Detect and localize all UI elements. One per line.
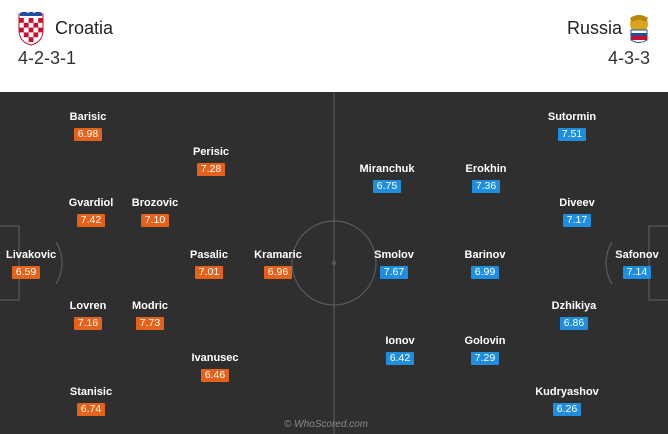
player-rating-badge: 7.01 [194,266,224,279]
home-formation: 4-2-3-1 [18,48,77,68]
match-header: Croatia 4-2-3-1 Russia 4-3-3 [0,0,668,92]
player-name: Golovin [464,335,506,347]
player-name: Modric [131,300,169,312]
player-rating-badge: 6.42 [385,352,415,365]
player-rating-badge: 7.67 [379,266,409,279]
home-player-cam[interactable]: Pasalic 7.01 [188,249,230,280]
home-player-lcb[interactable]: Gvardiol 7.42 [66,197,116,228]
away-player-gk[interactable]: Safonov 7.14 [612,249,662,280]
home-player-gk[interactable]: Livakovic 6.59 [6,249,57,280]
home-team-name: Croatia [55,18,114,38]
player-name: Barinov [464,249,506,261]
player-name: Erokhin [465,163,507,175]
player-name: Lovren [69,300,107,312]
away-player-lw[interactable]: Miranchuk 6.75 [358,163,416,194]
player-name: Livakovic [6,249,57,261]
player-name: Dzhikiya [551,300,597,312]
player-name: Diveev [559,197,595,209]
away-player-rw[interactable]: Ionov 6.42 [380,335,420,366]
player-rating-badge: 7.73 [135,317,165,330]
home-player-ram[interactable]: Ivanusec 6.46 [188,352,242,383]
player-rating-badge: 7.14 [622,266,652,279]
player-rating-badge: 6.26 [552,403,582,416]
player-rating-badge: 6.74 [76,403,106,416]
player-rating-badge: 7.16 [73,317,103,330]
player-name: Smolov [374,249,414,261]
player-name: Kudryashov [535,386,599,398]
home-player-lam[interactable]: Perisic 7.28 [188,146,234,177]
player-rating-badge: 7.29 [470,352,500,365]
player-rating-badge: 7.36 [471,180,501,193]
away-player-rcm[interactable]: Golovin 7.29 [462,335,508,366]
player-name: Ivanusec [191,352,239,364]
player-name: Perisic [192,146,230,158]
pitch-markings [0,92,668,434]
away-team-name: Russia [566,18,622,38]
watermark: © WhoScored.com [284,419,369,430]
player-name: Pasalic [190,249,228,261]
away-player-rb[interactable]: Kudryashov 6.26 [534,386,600,417]
player-rating-badge: 7.51 [557,128,587,141]
player-rating-badge: 7.42 [76,214,106,227]
player-rating-badge: 6.86 [559,317,589,330]
pitch: Livakovic 6.59 Barisic 6.98 Gvardiol 7.4… [0,92,668,434]
away-formation: 4-3-3 [607,48,650,68]
player-rating-badge: 7.10 [140,214,170,227]
home-player-ldm[interactable]: Brozovic 7.10 [128,197,182,228]
croatia-crest-icon [18,12,44,46]
home-player-rcb[interactable]: Lovren 7.16 [66,300,110,331]
player-rating-badge: 6.99 [470,266,500,279]
player-rating-badge: 7.17 [562,214,592,227]
away-player-lcm[interactable]: Erokhin 7.36 [462,163,510,194]
player-name: Ionov [385,335,415,347]
player-name: Barisic [69,111,107,123]
away-player-lb[interactable]: Sutormin 7.51 [544,111,600,142]
player-name: Brozovic [131,197,179,209]
russia-crest-icon [630,15,648,43]
away-player-rcb[interactable]: Dzhikiya 6.86 [548,300,600,331]
home-player-rb[interactable]: Stanisic 6.74 [66,386,116,417]
away-player-lcb[interactable]: Diveev 7.17 [554,197,600,228]
player-rating-badge: 6.75 [372,180,402,193]
home-player-rdm[interactable]: Modric 7.73 [128,300,172,331]
player-name: Safonov [615,249,659,261]
player-rating-badge: 6.59 [11,266,41,279]
home-player-st[interactable]: Kramaric 6.96 [252,249,304,280]
away-player-cm[interactable]: Barinov 6.99 [462,249,508,280]
player-name: Sutormin [547,111,597,123]
player-name: Miranchuk [359,163,415,175]
home-player-lb[interactable]: Barisic 6.98 [66,111,110,142]
player-name: Kramaric [254,249,302,261]
player-rating-badge: 7.28 [196,163,226,176]
away-player-st[interactable]: Smolov 7.67 [372,249,416,280]
player-rating-badge: 6.98 [73,128,103,141]
player-name: Gvardiol [68,197,114,209]
player-rating-badge: 6.96 [263,266,293,279]
player-rating-badge: 6.46 [200,369,230,382]
player-name: Stanisic [69,386,113,398]
